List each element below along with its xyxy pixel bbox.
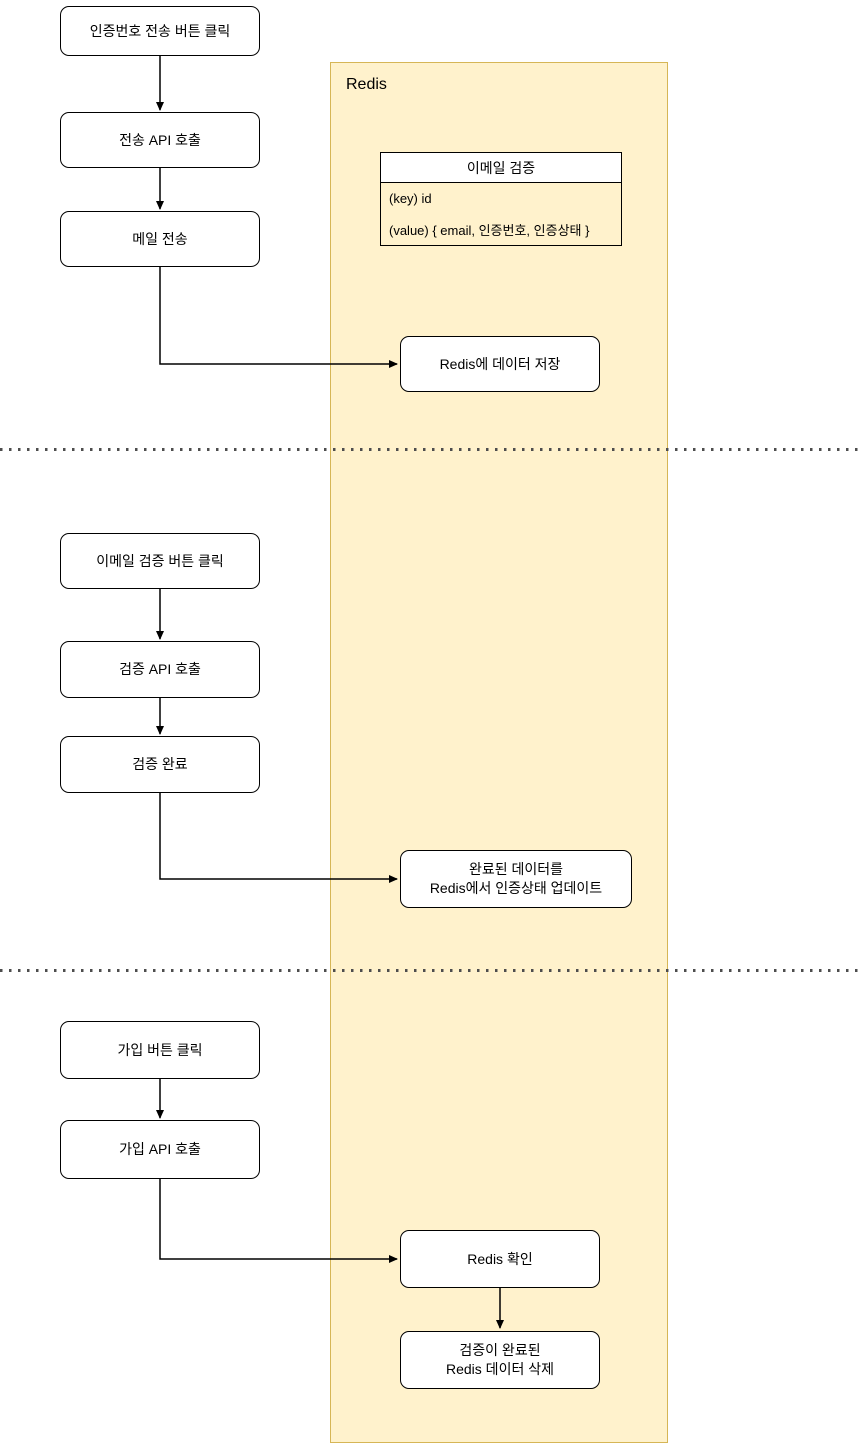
node-email-verify-click: 이메일 검증 버튼 클릭 xyxy=(60,533,260,589)
redis-lane-label: Redis xyxy=(346,76,387,93)
email-verification-table: 이메일 검증 (key) id (value) { email, 인증번호, 인… xyxy=(380,152,622,246)
table-row-value: (value) { email, 인증번호, 인증상태 } xyxy=(389,223,590,238)
section-divider-dotted-line-1 xyxy=(0,448,863,451)
node-verify-api-call: 검증 API 호출 xyxy=(60,641,260,698)
node-verify-done: 검증 완료 xyxy=(60,736,260,793)
table-row-key: (key) id xyxy=(389,191,432,206)
node-redis-save: Redis에 데이터 저장 xyxy=(400,336,600,392)
email-verification-table-title: 이메일 검증 xyxy=(381,153,621,183)
node-redis-update-line2: Redis에서 인증상태 업데이트 xyxy=(429,880,603,896)
node-redis-check: Redis 확인 xyxy=(400,1230,600,1288)
node-redis-delete-line2: Redis 데이터 삭제 xyxy=(446,1361,554,1377)
node-send-api-call: 전송 API 호출 xyxy=(60,112,260,168)
node-redis-delete-line1: 검증이 완료된 xyxy=(459,1342,541,1359)
node-redis-update: 완료된 데이터를 Redis에서 인증상태 업데이트 xyxy=(400,850,632,908)
node-redis-delete: 검증이 완료된 Redis 데이터 삭제 xyxy=(400,1331,600,1389)
node-send-code-click: 인증번호 전송 버튼 클릭 xyxy=(60,6,260,56)
node-mail-send: 메일 전송 xyxy=(60,211,260,267)
node-join-api-call: 가입 API 호출 xyxy=(60,1120,260,1179)
node-redis-update-line1: 완료된 데이터를 xyxy=(468,861,564,878)
section-divider-dotted-line-2 xyxy=(0,969,863,972)
node-join-click: 가입 버튼 클릭 xyxy=(60,1021,260,1079)
